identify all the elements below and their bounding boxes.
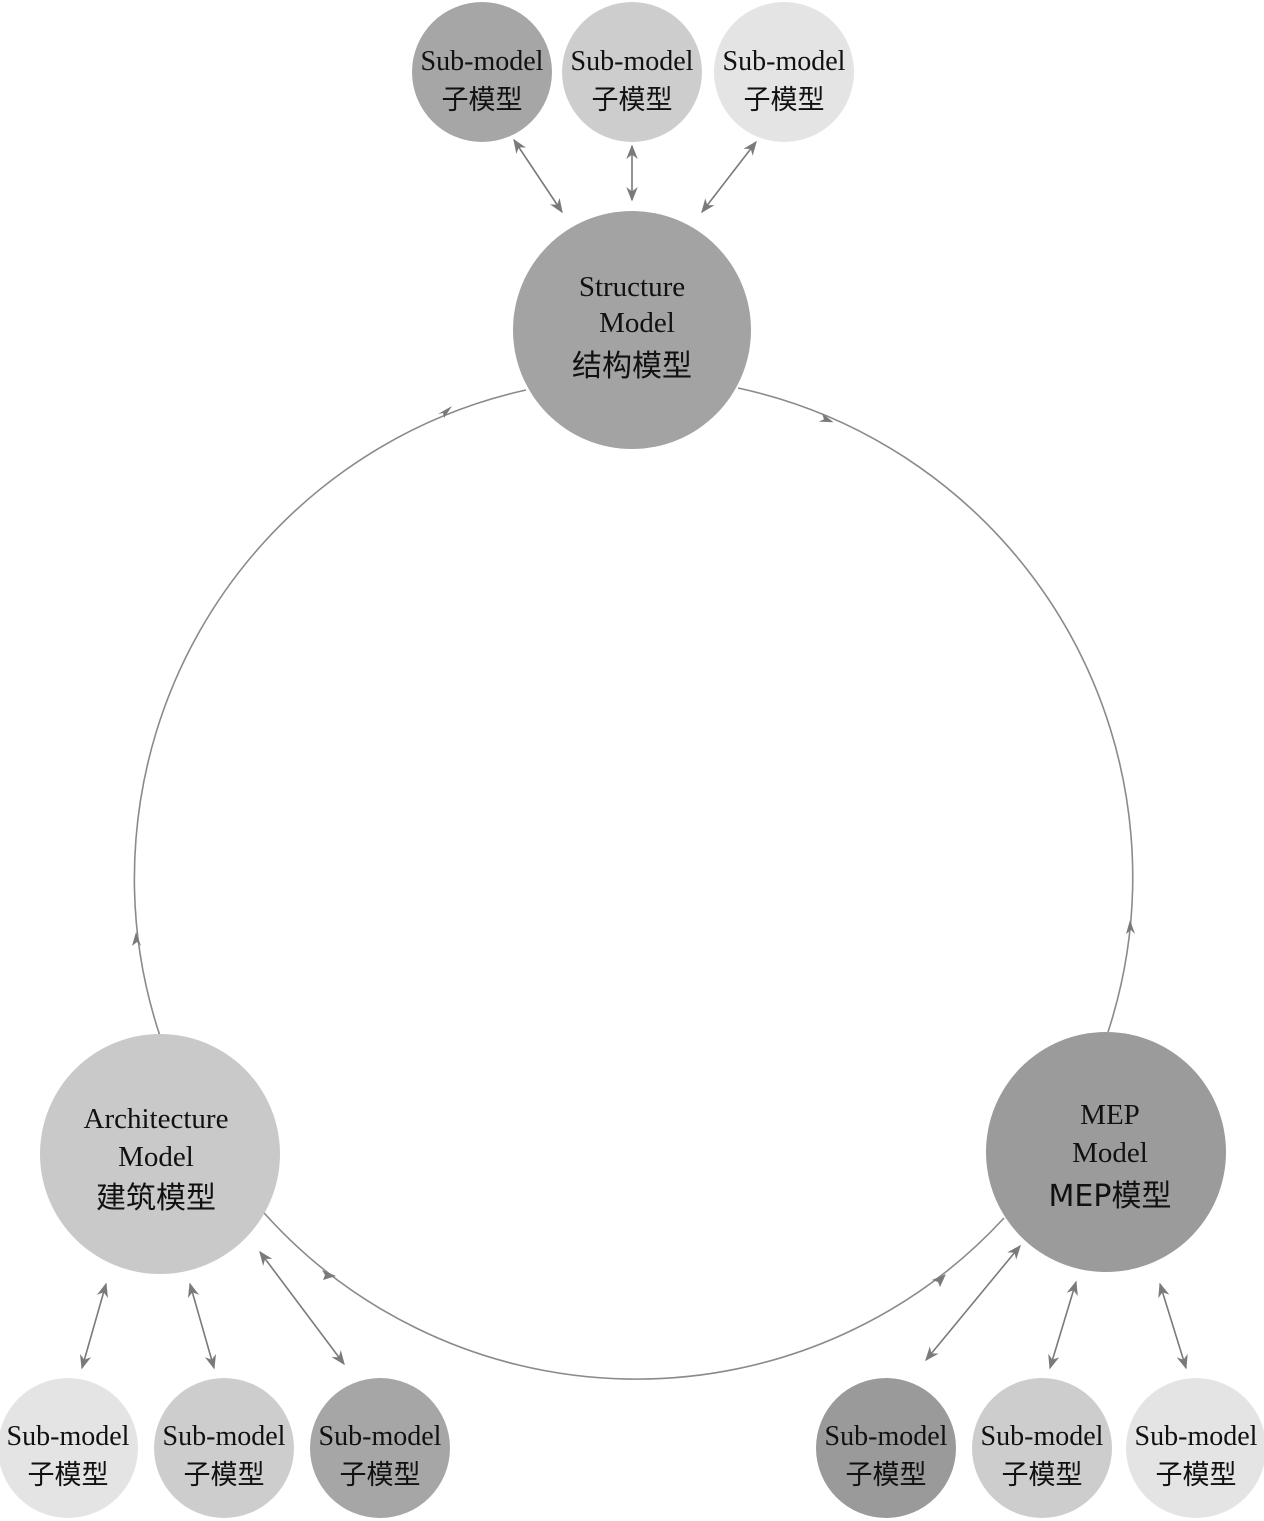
ring-arrow-3 [932,1274,946,1287]
sub-model-label-en: Sub-model [981,1421,1104,1452]
mep-sub-model-3: Sub-model 子模型 [1126,1378,1264,1518]
sub-model-label-cn: 子模型 [340,1460,421,1491]
structure-model-title-line-1: Structure [579,271,685,303]
sub-model-label-en: Sub-model [571,46,694,77]
connector-mep-sub-2 [1048,1280,1078,1370]
sub-model-label-cn: 子模型 [592,85,673,116]
ring-arc-mep-to-architecture [257,1205,1005,1380]
structure-model-title-line-2: Model [599,307,675,339]
architecture-model-title-line-1: Architecture [84,1103,229,1135]
sub-model-label-en: Sub-model [825,1421,948,1452]
architecture-sub-models: Sub-model 子模型 Sub-model 子模型 Sub-model 子模… [0,1378,450,1518]
architecture-model-title-cn: 建筑模型 [96,1181,216,1216]
connector-mep-sub-1 [925,1244,1021,1362]
sub-model-label-en: Sub-model [163,1421,286,1452]
ring-arrow-1 [818,413,834,423]
structure-model-title-cn: 结构模型 [572,349,692,384]
structure-sub-model-1: Sub-model 子模型 [412,2,552,142]
ring-arrow-2 [1126,920,1135,934]
ring-arc-architecture-to-structure [133,389,527,1037]
ring-arrow-4 [322,1270,336,1280]
structure-model-circle [513,211,751,449]
sub-model-label-en: Sub-model [319,1421,442,1452]
sub-model-label-en: Sub-model [723,46,846,77]
connector-mep-sub-3 [1158,1282,1188,1370]
sub-model-label-cn: 子模型 [744,85,825,116]
sub-model-label-cn: 子模型 [184,1460,265,1491]
mep-sub-models: Sub-model 子模型 Sub-model 子模型 Sub-model 子模… [816,1378,1264,1518]
connector-structure-sub-3 [701,140,757,214]
sub-model-label-cn: 子模型 [442,85,523,116]
structure-sub-model-2: Sub-model 子模型 [562,2,702,142]
structure-sub-model-3: Sub-model 子模型 [714,2,854,142]
mep-model-circle [986,1032,1226,1272]
ring-arrow-5 [132,932,141,946]
sub-model-label-cn: 子模型 [1002,1460,1083,1491]
sub-model-label-en: Sub-model [1135,1421,1258,1452]
sub-model-label-cn: 子模型 [1156,1460,1237,1491]
mep-sub-model-2: Sub-model 子模型 [972,1378,1112,1518]
connector-architecture-sub-1 [80,1282,108,1370]
connector-architecture-sub-3 [259,1250,345,1366]
sub-connectors [80,138,1188,1370]
sub-model-label-cn: 子模型 [846,1460,927,1491]
sub-model-label-en: Sub-model [421,46,544,77]
model-ring [132,387,1135,1380]
mep-model-title-line-1: MEP [1080,1099,1140,1131]
structure-model-node: Structure Model 结构模型 [513,211,751,449]
architecture-model-circle [40,1034,280,1274]
mep-model-title-line-2: Model [1072,1137,1148,1169]
connector-structure-sub-1 [513,138,563,214]
sub-model-label-en: Sub-model [7,1421,130,1452]
architecture-model-node: Architecture Model 建筑模型 [40,1034,280,1274]
structure-sub-models: Sub-model 子模型 Sub-model 子模型 Sub-model 子模… [412,2,854,142]
architecture-sub-model-2: Sub-model 子模型 [154,1378,294,1518]
mep-model-title-cn: MEP模型 [1049,1179,1172,1214]
connector-architecture-sub-2 [188,1282,216,1370]
sub-model-label-cn: 子模型 [28,1460,109,1491]
architecture-sub-model-1: Sub-model 子模型 [0,1378,138,1518]
ring-arrow-6 [438,406,452,418]
architecture-model-title-line-2: Model [118,1141,194,1173]
architecture-sub-model-3: Sub-model 子模型 [310,1378,450,1518]
mep-model-node: MEP Model MEP模型 [986,1032,1226,1272]
mep-sub-model-1: Sub-model 子模型 [816,1378,956,1518]
ring-arc-structure-to-mep [737,387,1134,1033]
